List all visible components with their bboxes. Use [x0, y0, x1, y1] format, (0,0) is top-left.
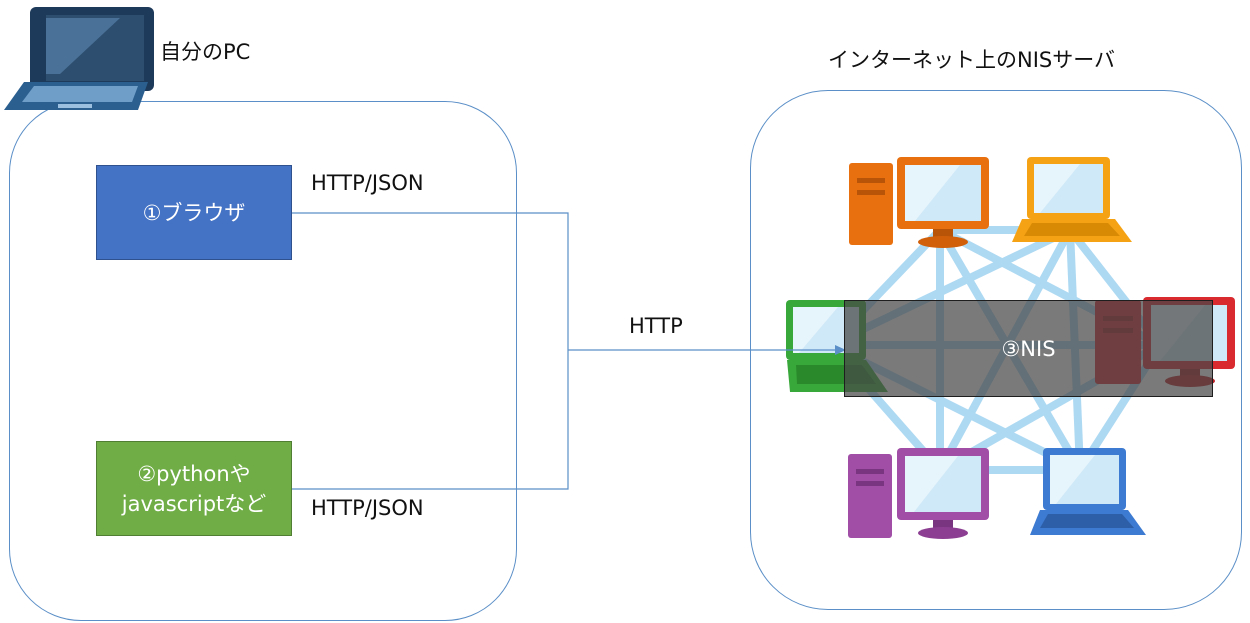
- desktop-pc-icon: [848, 448, 989, 539]
- desktop-pc-icon: [849, 157, 989, 248]
- script-node: ②pythonや javascriptなど: [96, 441, 292, 536]
- browser-node-label: ①ブラウザ: [142, 200, 246, 225]
- laptop-icon: [4, 7, 154, 110]
- connector-lines: [292, 212, 838, 490]
- arrow-head: [835, 345, 846, 355]
- nis-node-label: ③NIS: [1001, 336, 1056, 361]
- pc-title: 自分のPC: [160, 40, 251, 64]
- script-node-label-line1: ②pythonや: [137, 461, 251, 486]
- script-edge-label: HTTP/JSON: [311, 496, 424, 520]
- laptop-icon: [1012, 157, 1132, 242]
- browser-node: ①ブラウザ: [96, 165, 292, 260]
- script-connector: [292, 350, 569, 490]
- laptop-icon: [1030, 448, 1146, 535]
- pc-region: [9, 101, 517, 621]
- script-node-label-line2: javascriptなど: [121, 491, 267, 516]
- nis-node: ③NIS: [844, 300, 1213, 397]
- server-title: インターネット上のNISサーバ: [828, 48, 1116, 72]
- http-edge-label: HTTP: [629, 314, 683, 338]
- browser-connector: [292, 212, 569, 350]
- browser-edge-label: HTTP/JSON: [311, 171, 424, 195]
